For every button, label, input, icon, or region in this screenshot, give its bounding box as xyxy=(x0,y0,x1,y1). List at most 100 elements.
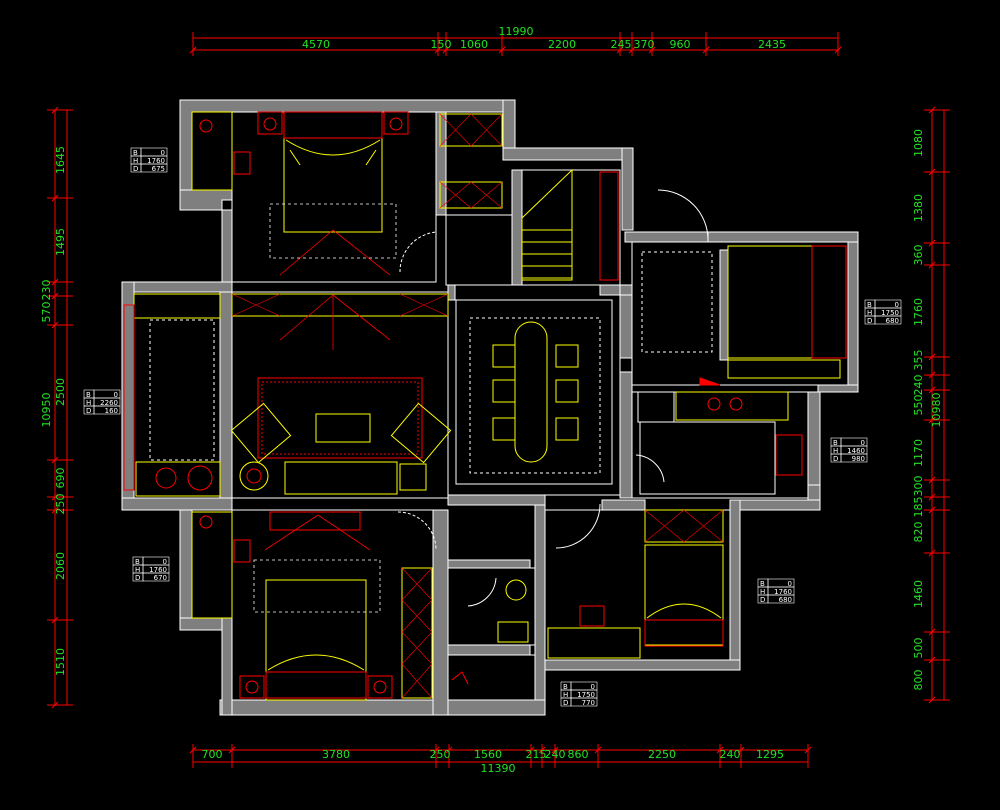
tag-key: H xyxy=(135,566,140,574)
dim-top-seg: 150 xyxy=(431,38,452,51)
dimension-tick xyxy=(551,746,559,754)
dim-right-total: 10980 xyxy=(930,393,943,428)
dimension-tick xyxy=(445,746,453,754)
tag-cell-value-box xyxy=(840,453,868,463)
tag-key: H xyxy=(563,691,568,699)
dimension-tick xyxy=(189,46,197,54)
dim-right-segments: 1080 1380 360 1760 355 240 550 1170 300 … xyxy=(912,129,925,691)
dimension-tick xyxy=(51,616,59,624)
dimension-tick xyxy=(51,292,59,300)
dimension-tick xyxy=(498,46,506,54)
dim-right-seg: 1380 xyxy=(912,194,925,222)
dim-right-seg: 550 xyxy=(912,395,925,416)
dimension-tick xyxy=(51,493,59,501)
tag-key: B xyxy=(135,558,140,566)
dim-right-seg: 1460 xyxy=(912,580,925,608)
dimension-tick xyxy=(628,46,636,54)
dim-top-seg: 370 xyxy=(634,38,655,51)
tag-value: 1460 xyxy=(847,447,865,455)
dimension-tick xyxy=(538,746,546,754)
tag-key: D xyxy=(135,574,140,582)
dim-right-seg: 240 xyxy=(912,375,925,396)
dim-top-seg: 2435 xyxy=(758,38,786,51)
dimension-tick xyxy=(616,46,624,54)
lighting-lines xyxy=(253,203,397,613)
tag-key: D xyxy=(86,407,91,415)
dimension-tick xyxy=(432,746,440,754)
dimension-tick xyxy=(928,416,936,424)
dimension-tick xyxy=(804,746,812,754)
dim-bottom-total: 11390 xyxy=(481,762,516,775)
dimension-tick xyxy=(228,746,236,754)
dimension-tick xyxy=(928,168,936,176)
dim-top-total: 11990 xyxy=(499,25,534,38)
dimension-tick xyxy=(716,746,724,754)
dim-right-seg: 500 xyxy=(912,638,925,659)
tag-value: 680 xyxy=(779,596,792,604)
tag-cell-value-box xyxy=(142,572,170,582)
dimension-tick xyxy=(648,46,656,54)
dim-left-seg: 230 xyxy=(40,280,53,301)
tag-key: B xyxy=(867,301,872,309)
dimension-tick xyxy=(434,46,442,54)
dim-left-seg: 2060 xyxy=(54,552,67,580)
dim-bottom-seg: 240 xyxy=(720,748,741,761)
dimension-tick xyxy=(928,386,936,394)
tag-value: 160 xyxy=(105,407,118,415)
tag-key: D xyxy=(833,455,838,463)
dim-bottom-seg: 700 xyxy=(202,748,223,761)
dimension-tick xyxy=(834,46,842,54)
dim-top-seg: 4570 xyxy=(302,38,330,51)
dimension-tick xyxy=(928,261,936,269)
dimension-tick xyxy=(51,278,59,286)
dimension-tick xyxy=(928,549,936,557)
tag-key: H xyxy=(867,309,872,317)
tag-key: B xyxy=(133,149,138,157)
tag-key: D xyxy=(133,165,138,173)
furniture xyxy=(123,111,847,701)
dim-bottom-seg: 3780 xyxy=(322,748,350,761)
dimension-tick xyxy=(928,106,936,114)
dim-bottom-segments: 700 3780 250 1560 215 240 860 2250 240 1… xyxy=(202,748,785,761)
dim-bottom-seg: 1295 xyxy=(756,748,784,761)
dim-right-seg: 1760 xyxy=(912,298,925,326)
dim-left-seg: 1645 xyxy=(54,146,67,174)
dimension-tick xyxy=(442,46,450,54)
tag-value: 1760 xyxy=(774,588,792,596)
tag-value: 0 xyxy=(163,558,167,566)
dim-left-seg: 2500 xyxy=(54,378,67,406)
dimension-tick xyxy=(737,746,745,754)
dim-left-seg: 250 xyxy=(54,494,67,515)
dimension-tick xyxy=(928,506,936,514)
dim-left-segments: 1645 1495 230 570 2500 690 250 2060 1510 xyxy=(40,146,67,676)
dim-right-seg: 355 xyxy=(912,350,925,371)
tag-key: B xyxy=(760,580,765,588)
dim-right-seg: 300 xyxy=(912,476,925,497)
tag-key: H xyxy=(833,447,838,455)
dim-right-seg: 800 xyxy=(912,670,925,691)
dimension-tick xyxy=(594,746,602,754)
tag-key: D xyxy=(760,596,765,604)
tag-key: B xyxy=(833,439,838,447)
tag-key: D xyxy=(867,317,872,325)
tag-value: 1760 xyxy=(149,566,167,574)
dim-right-seg: 360 xyxy=(912,245,925,266)
dim-top-seg: 2200 xyxy=(548,38,576,51)
dimension-tick xyxy=(928,371,936,379)
tag-key: D xyxy=(563,699,568,707)
dimension-tick xyxy=(527,746,535,754)
tag-value: 770 xyxy=(582,699,595,707)
dim-left-seg: 570 xyxy=(40,302,53,323)
dimension-tick xyxy=(928,696,936,704)
tag-value: 675 xyxy=(152,165,165,173)
dimension-tick xyxy=(928,628,936,636)
dimension-tick xyxy=(928,476,936,484)
dim-right-seg: 1080 xyxy=(912,129,925,157)
tag-value: 0 xyxy=(161,149,165,157)
dim-top-seg: 245 xyxy=(611,38,632,51)
tag-cell-value-box xyxy=(767,594,795,604)
